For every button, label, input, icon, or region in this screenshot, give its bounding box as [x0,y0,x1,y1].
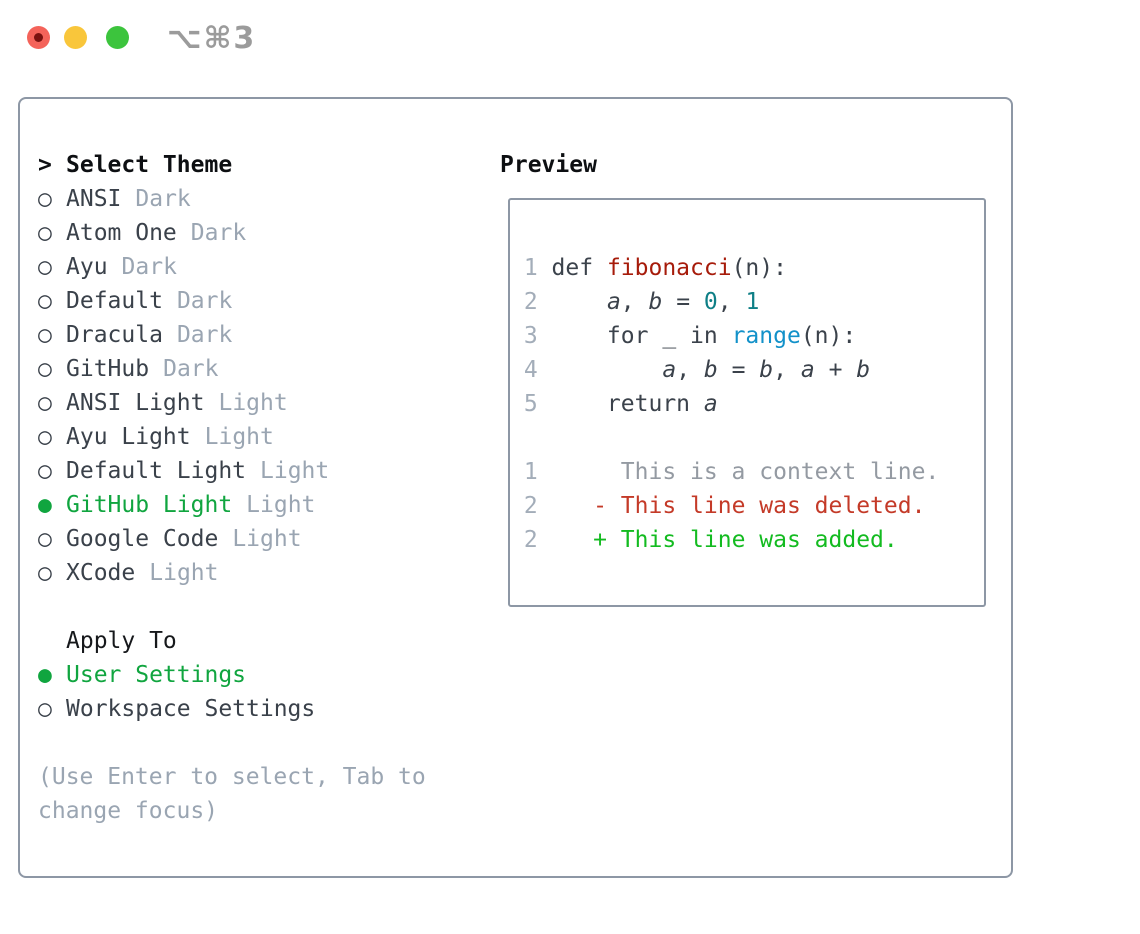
code-segment: + [814,357,857,383]
radio-unselected-icon: ○ [38,220,52,246]
radio-selected-icon: ● [38,662,52,688]
code-segment: 1 [510,459,552,485]
code-segment: def [551,255,607,281]
code-segment: a [800,357,815,383]
preview-box: 1 def fibonacci(n): 2 a, b = 0, 1 3 for … [508,198,986,607]
radio-unselected-icon: ○ [38,322,52,348]
code-segment: b [703,357,718,383]
code-segment: 0 [703,289,718,315]
blank-line [510,421,984,455]
code-segment: , [620,289,649,315]
close-dot-icon [34,33,43,42]
code-segment: b [648,289,663,315]
apply-option-workspace-settings[interactable]: ○Workspace Settings [38,692,468,726]
radio-unselected-icon: ○ [38,186,52,212]
radio-unselected-icon: ○ [38,356,52,382]
code-segment: fibonacci [606,255,732,281]
code-line: 4 a, b = b, a + b [510,353,984,387]
code-segment: for _ in [551,323,732,349]
close-button[interactable] [27,26,50,49]
code-segment: 5 [510,391,552,417]
code-segment: , [676,357,704,383]
code-segment: b [856,357,871,383]
code-line: 1 def fibonacci(n): [510,251,984,285]
code-segment [552,289,607,315]
code-segment: range [731,323,801,349]
code-segment [552,493,594,519]
apply-option-user-settings[interactable]: ●User Settings [38,658,468,692]
code-segment: , [717,289,746,315]
code-segment: This is a context line. [551,459,940,485]
code-segment: 2 [510,493,552,519]
code-segment: 2 [510,289,552,315]
radio-selected-icon: ● [38,492,52,518]
code-segment: (n): [800,323,857,349]
code-segment [552,527,594,553]
code-segment: b [759,357,774,383]
window-title: ⌥⌘3 [167,21,257,56]
code-segment [552,357,663,383]
diff-line-added: 2 + This line was added. [510,523,984,557]
radio-unselected-icon: ○ [38,424,52,450]
code-segment: - This line was deleted. [593,493,926,519]
radio-unselected-icon: ○ [38,288,52,314]
code-segment: 3 [510,323,552,349]
code-segment: = [717,357,760,383]
code-segment: (n): [731,255,787,281]
diff-line-deleted: 2 - This line was deleted. [510,489,984,523]
prompt-pointer-icon: > [38,152,52,178]
keyboard-hint: (Use Enter to select, Tab to change focu… [38,764,426,824]
minimize-button[interactable] [64,26,87,49]
code-segment: a [606,289,621,315]
select-theme-title: Select Theme [66,152,233,178]
preview-title: Preview [500,152,597,178]
radio-unselected-icon: ○ [38,526,52,552]
code-segment: a [703,391,718,417]
code-line: 3 for _ in range(n): [510,319,984,353]
zoom-button[interactable] [106,26,129,49]
radio-unselected-icon: ○ [38,254,52,280]
code-segment: return [551,391,704,417]
code-line: 5 return a [510,387,984,421]
titlebar: ⌥⌘3 [0,0,1140,97]
radio-unselected-icon: ○ [38,458,52,484]
diff-line-context: 1 This is a context line. [510,455,984,489]
apply-to-section: Apply To ●User Settings ○Workspace Setti… [38,624,468,726]
code-segment: = [662,289,704,315]
apply-to-title: Apply To [66,628,177,654]
code-line: 2 a, b = 0, 1 [510,285,984,319]
code-segment: , [773,357,801,383]
select-theme-header: > Select Theme [38,148,468,182]
code-segment: 4 [510,357,552,383]
code-segment: + This line was added. [593,527,898,553]
radio-unselected-icon: ○ [38,390,52,416]
radio-unselected-icon: ○ [38,696,52,722]
radio-unselected-icon: ○ [38,560,52,586]
code-segment: 1 [745,289,760,315]
code-segment: a [662,357,677,383]
code-segment: 2 [510,527,552,553]
code-segment: 1 [510,255,552,281]
apply-to-header: Apply To [38,624,468,658]
